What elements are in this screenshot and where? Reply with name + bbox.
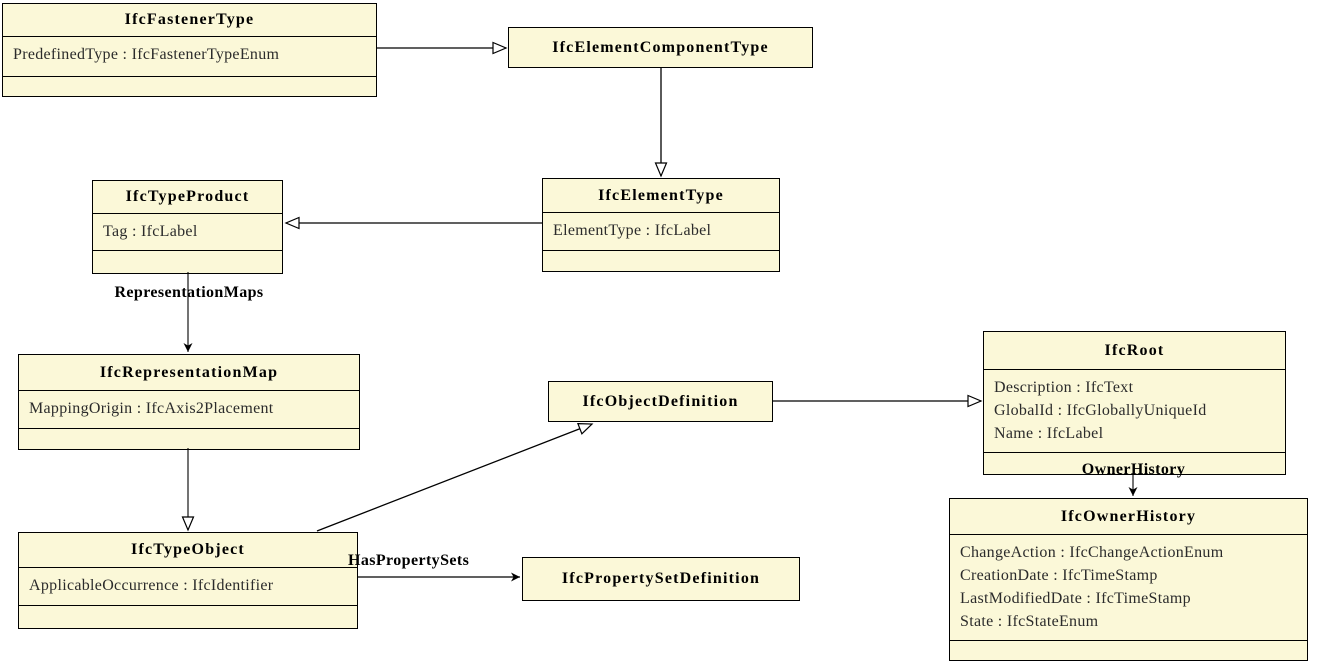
class-title: IfcTypeObject bbox=[19, 533, 357, 568]
class-ifctypeobject: IfcTypeObject ApplicableOccurrence : Ifc… bbox=[18, 532, 358, 629]
class-ifcownerhistory: IfcOwnerHistory ChangeAction : IfcChange… bbox=[949, 498, 1308, 661]
class-title: IfcObjectDefinition bbox=[582, 392, 739, 410]
attribute-line: GlobalId : IfcGloballyUniqueId bbox=[994, 402, 1207, 419]
attribute-line: Tag : IfcLabel bbox=[103, 223, 198, 240]
edge-label-haspropertysets: HasPropertySets bbox=[348, 552, 470, 569]
class-title: IfcElementType bbox=[543, 179, 779, 213]
class-title: IfcFastenerType bbox=[3, 4, 376, 37]
class-title: IfcElementComponentType bbox=[552, 38, 769, 56]
class-ifcrepresentationmap: IfcRepresentationMap MappingOrigin : Ifc… bbox=[18, 354, 360, 450]
attribute-line: Description : IfcText bbox=[994, 379, 1134, 396]
attribute-line: State : IfcStateEnum bbox=[960, 613, 1099, 630]
class-attributes: ApplicableOccurrence : IfcIdentifier bbox=[19, 568, 357, 606]
attribute-line: Name : IfcLabel bbox=[994, 425, 1104, 442]
class-attributes: PredefinedType : IfcFastenerTypeEnum bbox=[3, 37, 376, 77]
class-attributes: Tag : IfcLabel bbox=[93, 214, 282, 251]
edge-typeobject-objectdefinition bbox=[316, 422, 594, 532]
attribute-line: CreationDate : IfcTimeStamp bbox=[960, 567, 1158, 584]
class-title: IfcOwnerHistory bbox=[950, 499, 1307, 535]
class-ifcelementtype: IfcElementType ElementType : IfcLabel bbox=[542, 178, 780, 272]
class-attributes: Description : IfcText GlobalId : IfcGlob… bbox=[984, 370, 1285, 453]
attribute-line: LastModifiedDate : IfcTimeStamp bbox=[960, 590, 1191, 607]
class-attributes: ChangeAction : IfcChangeActionEnum Creat… bbox=[950, 535, 1307, 641]
class-title: IfcRoot bbox=[984, 332, 1285, 370]
class-attributes: MappingOrigin : IfcAxis2Placement bbox=[19, 391, 359, 429]
attribute-line: ElementType : IfcLabel bbox=[553, 222, 712, 239]
class-ifcobjectdefinition: IfcObjectDefinition bbox=[548, 381, 773, 422]
class-title: IfcTypeProduct bbox=[93, 181, 282, 214]
class-ifcelementcomponenttype: IfcElementComponentType bbox=[508, 27, 813, 68]
class-title: IfcRepresentationMap bbox=[19, 355, 359, 391]
edge-label-ownerhistory: OwnerHistory bbox=[1081, 461, 1186, 478]
attribute-line: ApplicableOccurrence : IfcIdentifier bbox=[29, 577, 274, 594]
class-ifcroot: IfcRoot Description : IfcText GlobalId :… bbox=[983, 331, 1286, 475]
class-ifcpropertysetdefinition: IfcPropertySetDefinition bbox=[522, 557, 800, 601]
class-attributes: ElementType : IfcLabel bbox=[543, 213, 779, 251]
attribute-line: MappingOrigin : IfcAxis2Placement bbox=[29, 400, 274, 417]
class-title: IfcPropertySetDefinition bbox=[561, 570, 761, 587]
class-ifctypeproduct: IfcTypeProduct Tag : IfcLabel bbox=[92, 180, 283, 274]
edge-label-representationmaps: RepresentationMaps bbox=[114, 284, 264, 301]
attribute-line: ChangeAction : IfcChangeActionEnum bbox=[960, 544, 1224, 561]
class-ifcfastenertype: IfcFastenerType PredefinedType : IfcFast… bbox=[2, 3, 377, 97]
attribute-line: PredefinedType : IfcFastenerTypeEnum bbox=[13, 46, 280, 63]
